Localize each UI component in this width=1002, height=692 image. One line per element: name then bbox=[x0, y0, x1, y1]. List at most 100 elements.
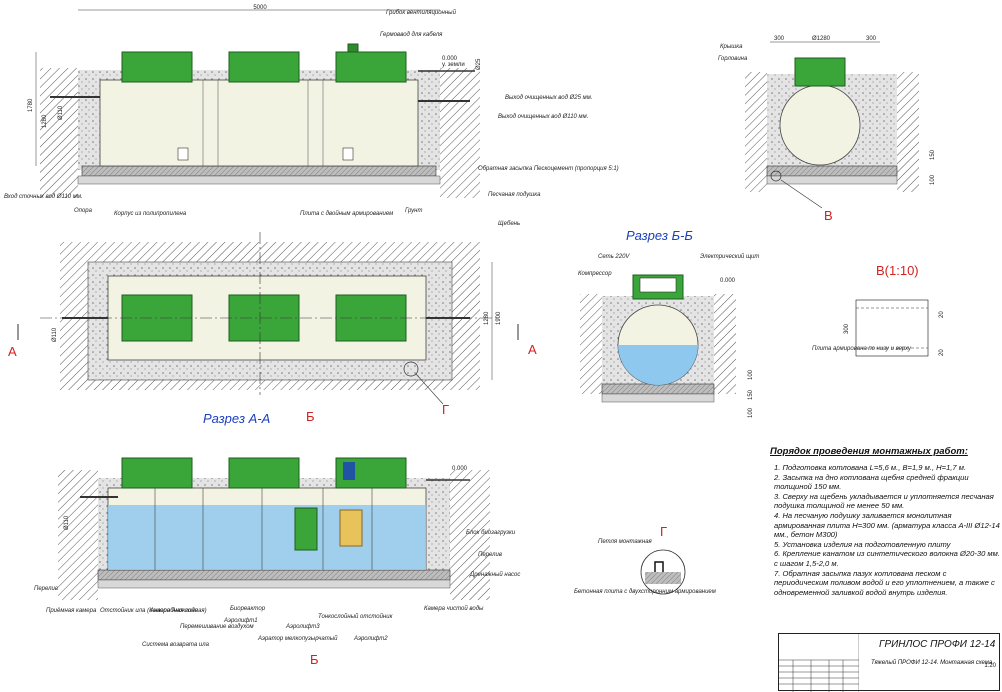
bb-d100b: 100 bbox=[748, 407, 754, 418]
aa-level: 0.000 bbox=[452, 466, 468, 472]
tank-body bbox=[99, 79, 419, 167]
concrete-slab bbox=[81, 165, 437, 177]
step-2: 2. Засыпка на дно котлована щебня средне… bbox=[774, 472, 969, 492]
caption-aa: Разрез А-А bbox=[203, 411, 270, 426]
bio-block bbox=[294, 507, 318, 551]
detail-g-loop: Петля монтажная bbox=[598, 539, 653, 545]
label-out110: Выход очищенных вод Ø110 мм. bbox=[498, 114, 588, 120]
label-gland: Гермоввод для кабеля bbox=[380, 32, 443, 38]
plan-dim-1900: 1900 bbox=[496, 311, 502, 325]
label-fine-settler: Тонкослойный отстойник bbox=[318, 613, 394, 620]
aa-pipe: Ø110 bbox=[64, 515, 70, 530]
cut-a-right: А bbox=[528, 342, 537, 357]
label-receiver: Приёмная камера bbox=[46, 608, 97, 614]
stamp-scale: 1:20 bbox=[984, 663, 996, 669]
label-sludge-return: Система возврата ила bbox=[142, 642, 210, 648]
aa-water bbox=[108, 505, 426, 570]
label-vent: Грибок вентиляционный bbox=[386, 9, 457, 16]
step-6: 6. Крепление канатом из синтетического в… bbox=[774, 549, 1000, 568]
cut-a-left: А bbox=[8, 344, 17, 359]
caption-bb: Разрез Б-Б bbox=[626, 228, 693, 243]
stamp-subtitle: Тяжелый ПРОФИ 12-14. Монтажная схема bbox=[871, 660, 993, 666]
label-aerolift1: Аэролифт1 bbox=[223, 618, 258, 624]
cut-b-plan: Б bbox=[306, 409, 315, 424]
label-overflow: Перелив bbox=[478, 552, 502, 558]
label-block: Блок биозагрузки bbox=[466, 530, 516, 536]
sand-cushion bbox=[77, 175, 441, 185]
top-longitudinal-view: 5000 1780 1280 Ø110 Ø25 0.000 у. земли Г… bbox=[4, 5, 619, 227]
lid-2 bbox=[228, 51, 300, 83]
label-backfill: Обратная засыпка Пескоцемент (пропорция … bbox=[478, 166, 619, 172]
dim-h2: 1280 bbox=[42, 114, 48, 128]
dim-150: 150 bbox=[930, 149, 936, 160]
round-tank bbox=[779, 84, 861, 166]
marker-g: Г bbox=[442, 402, 449, 417]
label-out25: Выход очищенных вод Ø25 мм. bbox=[505, 95, 593, 101]
soil-hatch-left bbox=[40, 68, 78, 198]
step-3: 3. Сверху на щебень укладывается и уплот… bbox=[774, 491, 994, 511]
title-block-grid bbox=[779, 634, 859, 692]
label-anaerobic: Анаэробная зона bbox=[149, 608, 198, 614]
bb-d100a: 100 bbox=[748, 369, 754, 380]
bb-level: 0.000 bbox=[720, 278, 736, 284]
section-bb-view: Разрез Б-Б Сеть 220V Электрический щит К… bbox=[578, 228, 759, 418]
level-zero: 0.000 bbox=[442, 56, 458, 62]
plan-view: 1280 1900 Ø110 А А Г Разрез А-А Б bbox=[8, 232, 537, 426]
label-aerator: Аэратор мелкопузырчатый bbox=[257, 635, 338, 642]
label-sand: Песчаная подушка bbox=[488, 192, 541, 198]
label-slab: Плита с двойным армированием bbox=[300, 210, 393, 217]
vent-cap bbox=[347, 43, 359, 53]
label-aerolift3: Аэролифт3 bbox=[285, 624, 320, 630]
dim-100: 100 bbox=[930, 174, 936, 185]
label-neck: Горловина bbox=[718, 56, 748, 62]
plan-pipe: Ø110 bbox=[52, 327, 58, 342]
detail-v: В(1:10) 20 20 300 Плита армирована по ни… bbox=[812, 263, 945, 357]
label-overflow-left: Перелив bbox=[34, 586, 58, 592]
detail-v-note: Плита армирована по низу и верху bbox=[812, 346, 912, 352]
dim-pipe-25: Ø25 bbox=[476, 58, 482, 70]
plan-dim-1280: 1280 bbox=[484, 311, 490, 325]
installation-title: Порядок проведения монтажных работ: bbox=[770, 446, 968, 457]
step-7: 7. Обратная засыпка пазух котлована песк… bbox=[774, 568, 995, 597]
label-bioreactor: Биореактор bbox=[230, 606, 266, 612]
round-lid bbox=[794, 57, 846, 87]
detail-v-d300: 300 bbox=[844, 323, 850, 334]
cut-b-bottom: Б bbox=[310, 652, 319, 667]
detail-v-d20b: 20 bbox=[939, 349, 945, 356]
label-panel: Электрический щит bbox=[700, 253, 759, 260]
detail-g-title: Г bbox=[660, 524, 667, 539]
detail-g: Г Петля монтажная Бетонная плита с двухс… bbox=[574, 524, 716, 595]
cross-section-view: 300 Ø1280 300 Крышка Горловина 150 100 В bbox=[718, 36, 936, 223]
label-housing: Корпус из полипропилена bbox=[114, 211, 187, 217]
step-5: 5. Установка изделия на подготовленную п… bbox=[774, 539, 951, 549]
label-compressor: Компрессор bbox=[578, 271, 612, 277]
label-settler: Отстойник ила (Камера Аноксидная) bbox=[100, 607, 207, 614]
label-drain-pump: Дренажный насос bbox=[469, 571, 520, 578]
step-4: 4. На песчаную подушку заливается моноли… bbox=[774, 510, 1000, 540]
label-mixing: Перемешивание воздухом bbox=[180, 624, 254, 630]
label-aerolift2: Аэролифт2 bbox=[353, 636, 388, 642]
compressor-box bbox=[639, 277, 677, 293]
label-inlet: Вход сточных вод Ø110 мм. bbox=[4, 194, 83, 200]
marker-v: В bbox=[824, 208, 833, 223]
installation-steps: 1. Подготовка котлована L=5,6 м., B=1,9 … bbox=[774, 463, 1000, 597]
label-lid: Крышка bbox=[720, 44, 743, 50]
lid-1 bbox=[121, 51, 193, 83]
dim-300b: 300 bbox=[866, 36, 877, 42]
level-note: у. земли bbox=[442, 62, 465, 68]
detail-g-slab: Бетонная плита с двухсторонним армирован… bbox=[574, 589, 716, 595]
label-clean-chamber: Камера чистой воды bbox=[424, 605, 484, 612]
dim-300a: 300 bbox=[774, 36, 785, 42]
stamp-title: ГРИНЛОС ПРОФИ 12-14 bbox=[879, 639, 996, 650]
label-power: Сеть 220V bbox=[598, 254, 630, 260]
title-block: ГРИНЛОС ПРОФИ 12-14 Тяжелый ПРОФИ 12-14.… bbox=[778, 633, 1000, 692]
label-ground: Грунт bbox=[405, 208, 422, 214]
bb-d150: 150 bbox=[748, 389, 754, 400]
dim-total: 5000 bbox=[253, 5, 267, 11]
detail-v-d20a: 20 bbox=[939, 311, 945, 318]
step-1: 1. Подготовка котлована L=5,6 м., B=1,9 … bbox=[774, 463, 967, 472]
detail-v-title: В(1:10) bbox=[876, 263, 919, 278]
dim-pipe-110: Ø110 bbox=[58, 105, 64, 120]
fine-settler-block bbox=[339, 509, 363, 547]
